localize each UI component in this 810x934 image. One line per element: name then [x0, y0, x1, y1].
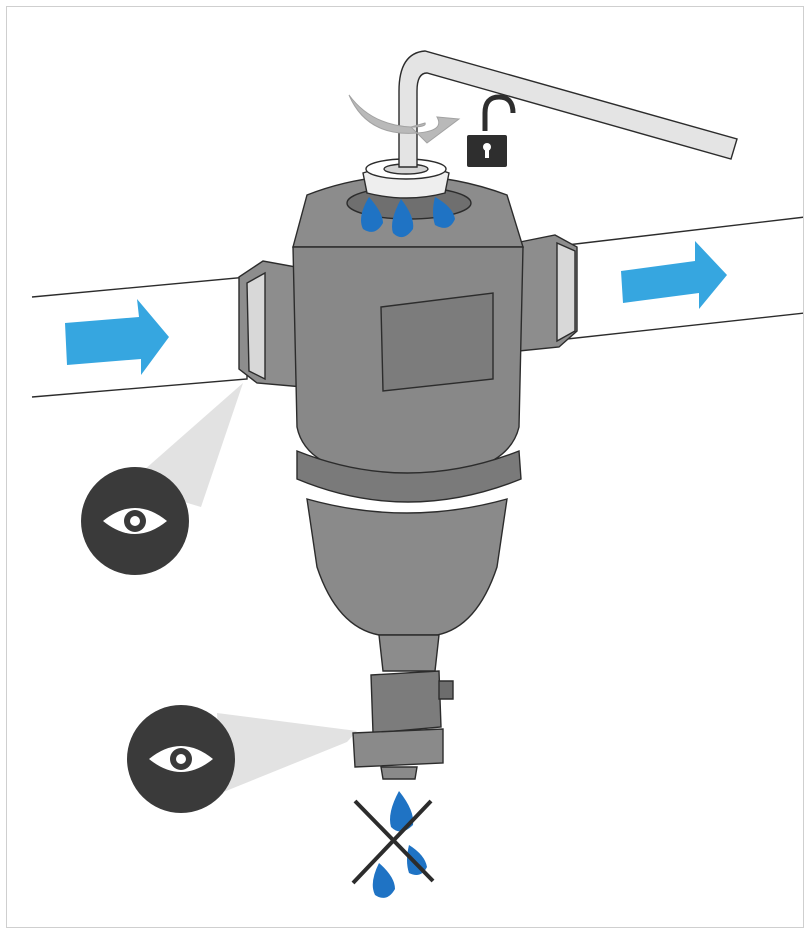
- water-drops-top: [361, 197, 455, 238]
- filter-body: [238, 158, 578, 780]
- filter-installation-illustration: [31, 50, 803, 898]
- eye-icon: [127, 705, 235, 813]
- crossed-out-water-drops-icon: [351, 791, 435, 898]
- eye-icon: [81, 467, 189, 575]
- flow-in-arrow: [65, 299, 169, 375]
- inspection-cone-lower: [217, 713, 357, 793]
- flow-out-arrow: [621, 241, 727, 309]
- counterclockwise-rotation-arrow-icon: [348, 94, 461, 144]
- illustration-frame: [6, 6, 804, 928]
- hex-key-icon: [398, 50, 738, 168]
- padlock-open-icon: [467, 94, 516, 167]
